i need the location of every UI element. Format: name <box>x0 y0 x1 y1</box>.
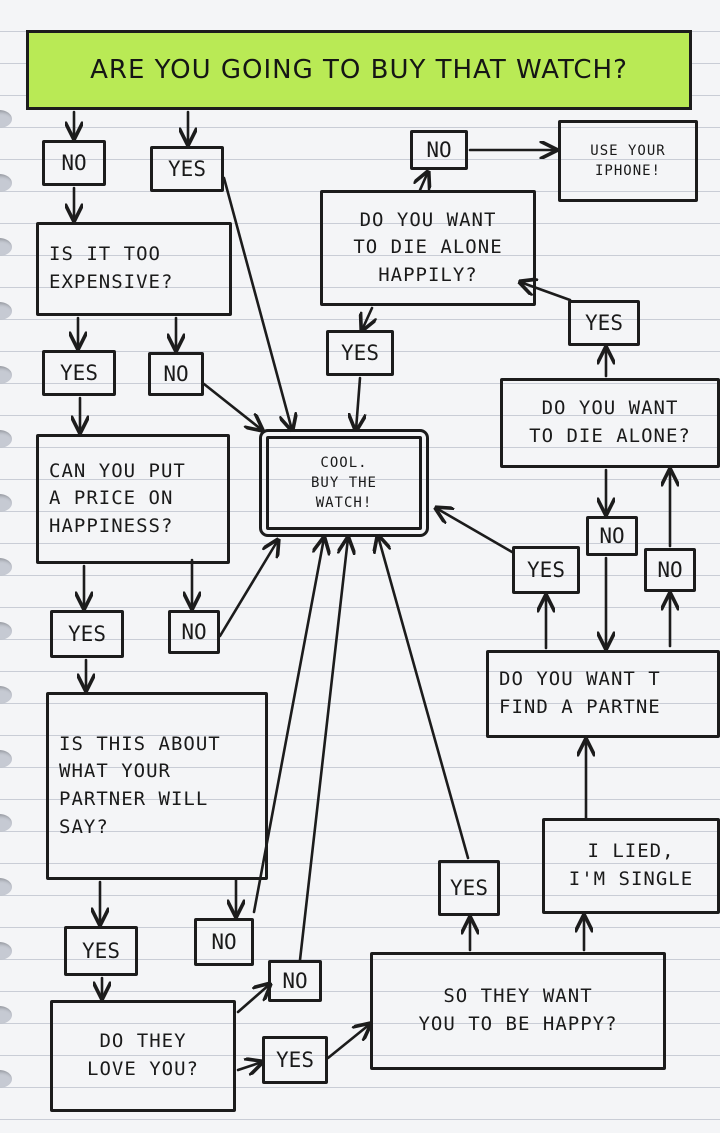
binder-hole <box>0 494 12 512</box>
result-buy-the-watch: COOL. BUY THE WATCH! <box>259 429 429 537</box>
binder-hole <box>0 686 12 704</box>
answer-no-expensive: NO <box>148 352 204 396</box>
answer-no-love: NO <box>268 960 322 1002</box>
flow-arrow <box>236 1062 262 1070</box>
flow-arrow <box>520 282 572 302</box>
binder-hole <box>0 558 12 576</box>
question-do-they-love-you: DO THEY LOVE YOU? <box>50 1000 236 1112</box>
flow-arrow <box>420 172 428 192</box>
binder-hole <box>0 1070 12 1088</box>
answer-yes-price: YES <box>50 610 124 658</box>
binder-hole <box>0 238 12 256</box>
question-find-a-partner: DO YOU WANT T FIND A PARTNE <box>486 650 720 738</box>
flow-arrow <box>218 540 278 638</box>
binder-hole <box>0 750 12 768</box>
answer-no-top: NO <box>42 140 106 186</box>
binder-hole <box>0 302 12 320</box>
answer-yes-happily: YES <box>326 330 394 376</box>
question-too-expensive: IS IT TOO EXPENSIVE? <box>36 222 232 316</box>
flow-arrow <box>298 538 348 962</box>
flowchart-title: ARE YOU GOING TO BUY THAT WATCH? <box>26 30 692 110</box>
binder-hole <box>0 622 12 640</box>
answer-no-happily: NO <box>410 130 468 170</box>
answer-yes-die-alone: YES <box>568 300 640 346</box>
note-i-lied-single: I LIED, I'M SINGLE <box>542 818 720 914</box>
flow-arrow <box>326 1024 370 1060</box>
answer-no-price: NO <box>168 610 220 654</box>
binder-hole <box>0 878 12 896</box>
answer-yes-happy: YES <box>438 860 500 916</box>
flow-arrow <box>436 508 514 554</box>
answer-no-partner: NO <box>194 918 254 966</box>
result-use-your-iphone: USE YOUR IPHONE! <box>558 120 698 202</box>
flow-arrow <box>378 536 470 860</box>
binder-hole <box>0 174 12 192</box>
flow-arrow <box>222 176 292 430</box>
answer-no-die-alone: NO <box>586 516 638 556</box>
answer-yes-love: YES <box>262 1036 328 1084</box>
binder-hole <box>0 110 12 128</box>
binder-holes <box>0 0 30 1133</box>
answer-yes-partner: YES <box>64 926 138 976</box>
answer-no-partner-find: NO <box>644 548 696 592</box>
question-they-want-you-happy: SO THEY WANT YOU TO BE HAPPY? <box>370 952 666 1070</box>
flow-arrow <box>202 382 262 430</box>
binder-hole <box>0 430 12 448</box>
binder-hole <box>0 1006 12 1024</box>
binder-hole <box>0 814 12 832</box>
flow-arrow <box>362 306 372 330</box>
answer-yes-partner-find: YES <box>512 546 580 594</box>
answer-yes-top: YES <box>150 146 224 192</box>
flow-arrow <box>356 376 360 430</box>
question-die-alone: DO YOU WANT TO DIE ALONE? <box>500 378 720 468</box>
answer-yes-expensive: YES <box>42 350 116 396</box>
question-die-alone-happily: DO YOU WANT TO DIE ALONE HAPPILY? <box>320 190 536 306</box>
flow-arrow <box>236 984 270 1014</box>
binder-hole <box>0 366 12 384</box>
question-price-on-happiness: CAN YOU PUT A PRICE ON HAPPINESS? <box>36 434 230 564</box>
binder-hole <box>0 942 12 960</box>
question-partner-will-say: IS THIS ABOUT WHAT YOUR PARTNER WILL SAY… <box>46 692 268 880</box>
